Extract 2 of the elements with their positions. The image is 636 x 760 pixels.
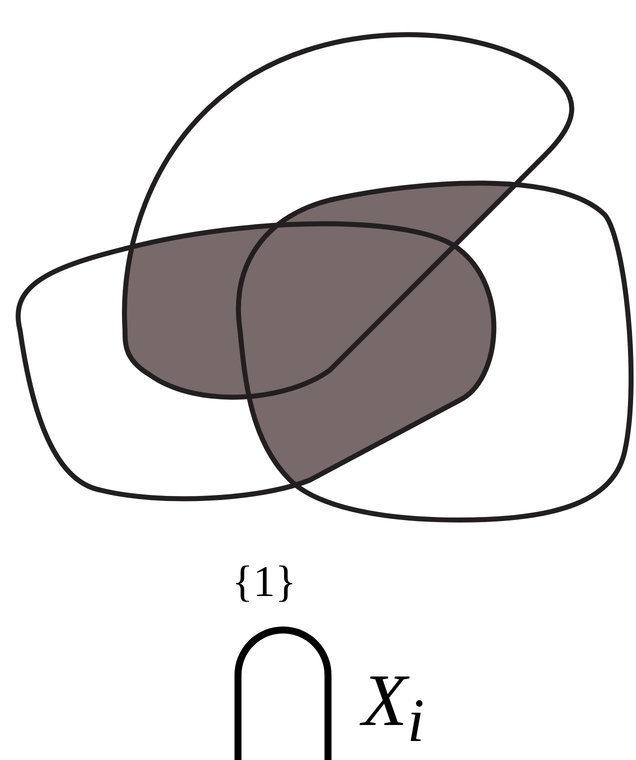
index-set-label: {1} [232, 560, 296, 604]
set-term-label: X$_{i}$ [362, 664, 424, 752]
